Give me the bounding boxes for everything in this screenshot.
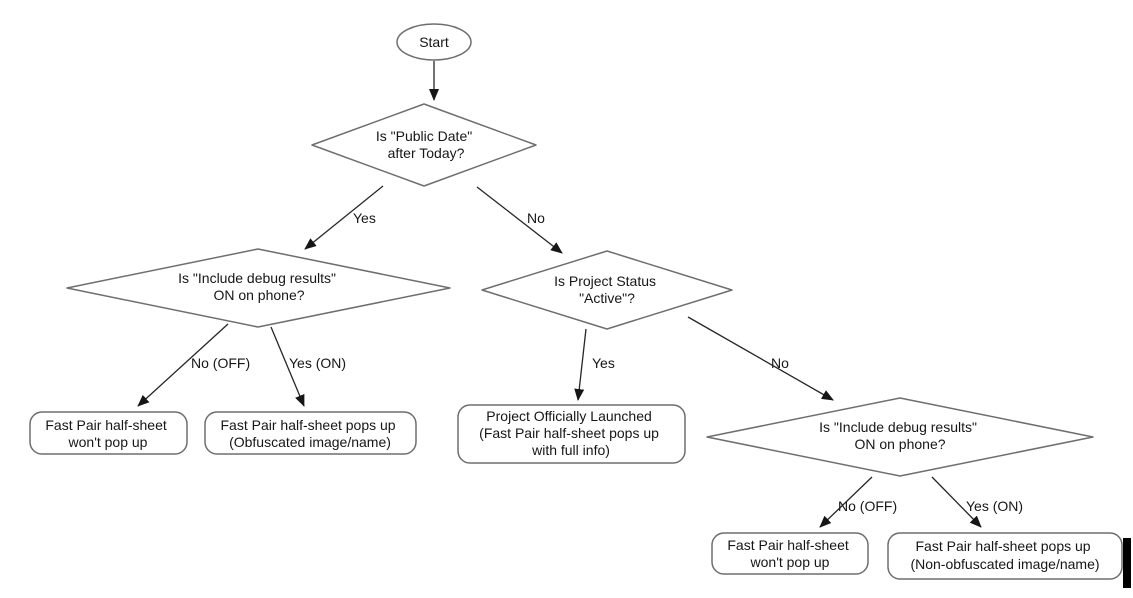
result-non-obfuscated-popup-text: Fast Pair half-sheet pops up (Non-obfusc… <box>910 538 1099 572</box>
result-no-popup-left-text: Fast Pair half-sheet won't pop up <box>45 417 170 450</box>
node-result-no-popup-left: Fast Pair half-sheet won't pop up <box>29 411 188 455</box>
node-result-non-obfuscated-popup: Fast Pair half-sheet pops up (Non-obfusc… <box>887 532 1123 580</box>
result-box-shape <box>887 532 1123 580</box>
decision-diamond-shape <box>311 103 537 187</box>
edge-debug-right-no <box>819 476 873 528</box>
edges <box>137 61 982 528</box>
edge-label-debug-right-yes: Yes (ON) <box>966 498 1023 514</box>
edge-debug-left-no <box>137 323 229 407</box>
node-decision-debug-right: Is "Include debug results" ON on phone? <box>706 397 1094 477</box>
edge-debug-left-yes <box>270 326 305 407</box>
result-box-shape <box>457 404 686 464</box>
edge-label-project-status-yes: Yes <box>592 355 615 371</box>
edge-project-status-yes <box>574 328 587 401</box>
edge-public-date-yes <box>304 185 384 250</box>
edge-label-debug-right-no: No (OFF) <box>838 498 897 514</box>
result-no-popup-right-text: Fast Pair half-sheet won't pop up <box>727 537 852 570</box>
result-obfuscated-popup-text: Fast Pair half-sheet pops up (Obfuscated… <box>221 417 400 450</box>
result-box-shape <box>711 532 869 575</box>
decision-diamond-shape <box>66 248 451 328</box>
start-terminator-shape <box>396 23 472 61</box>
node-start: Start <box>396 23 472 61</box>
result-launched-text: Project Officially Launched (Fast Pair h… <box>479 408 663 458</box>
edge-label-public-date-yes: Yes <box>353 210 376 226</box>
edge-public-date-no <box>476 186 563 254</box>
start-label: Start <box>419 34 449 50</box>
node-decision-public-date: Is "Public Date" after Today? <box>311 103 537 187</box>
decision-diamond-shape <box>706 397 1094 477</box>
edge-label-project-status-no: No <box>771 355 789 371</box>
decision-project-status-text: Is Project Status "Active"? <box>554 273 660 306</box>
node-decision-project-status: Is Project Status "Active"? <box>481 250 733 330</box>
decision-public-date-text: Is "Public Date" after Today? <box>376 128 476 161</box>
edge-label-public-date-no: No <box>527 210 545 226</box>
node-result-obfuscated-popup: Fast Pair half-sheet pops up (Obfuscated… <box>204 411 417 455</box>
decision-diamond-shape <box>481 250 733 330</box>
edge-labels: Yes No No (OFF) Yes (ON) Yes No No (OFF)… <box>191 210 1023 514</box>
node-result-no-popup-right: Fast Pair half-sheet won't pop up <box>711 532 869 575</box>
edge-project-status-no <box>687 316 834 401</box>
edge-debug-right-yes <box>931 476 982 528</box>
edge-label-debug-left-no: No (OFF) <box>191 355 250 371</box>
node-result-launched: Project Officially Launched (Fast Pair h… <box>457 404 686 464</box>
decision-debug-left-text: Is "Include debug results" ON on phone? <box>178 270 340 303</box>
result-box-shape <box>29 411 188 455</box>
text-cursor-bar <box>1123 538 1131 588</box>
result-box-shape <box>204 411 417 455</box>
decision-debug-right-text: Is "Include debug results" ON on phone? <box>819 419 981 452</box>
node-decision-debug-left: Is "Include debug results" ON on phone? <box>66 248 451 328</box>
edge-label-debug-left-yes: Yes (ON) <box>289 355 346 371</box>
